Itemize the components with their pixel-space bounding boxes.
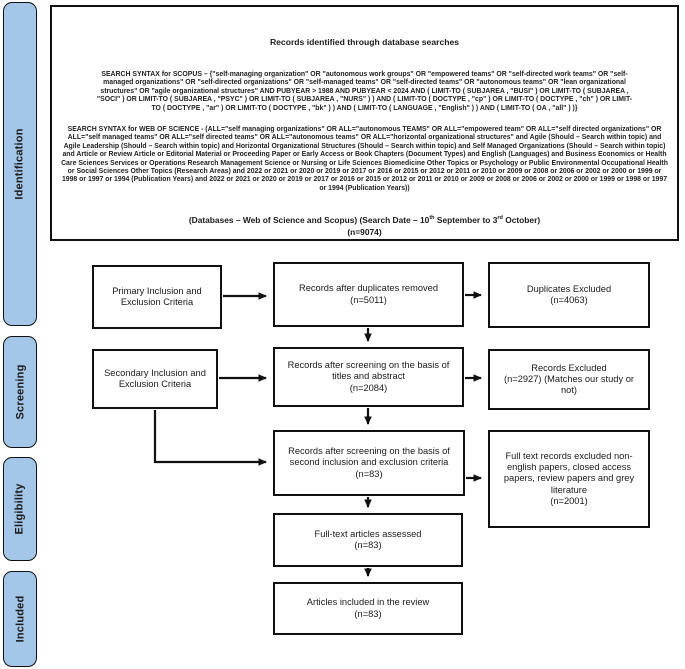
stage-eligibility-label: Eligibility [14, 483, 26, 535]
stage-included-label: Included [14, 595, 27, 643]
database-search-footer: (Databases – Web of Science and Scopus) … [52, 215, 677, 238]
arrow-secondary-elbow-to-second-screening [153, 410, 267, 466]
box-primary-criteria-label: Primary Inclusion and Exclusion Criteria [112, 285, 202, 307]
database-search-box: Records identified through database sear… [50, 5, 679, 241]
stage-screening: Screening [3, 336, 37, 448]
stage-identification-label: Identification [14, 128, 26, 200]
box-duplicates-removed-label: Records after duplicates removed [298, 283, 438, 294]
box-fulltext-excluded-count: (n=2001) [550, 495, 588, 506]
box-titles-abstract-screening: Records after screening on the basis of … [273, 347, 464, 407]
box-fulltext-assessed-label: Full-text articles assessed [314, 528, 422, 539]
box-included-in-review-label: Articles included in the review [306, 597, 430, 608]
box-records-excluded: Records Excluded (n=2927) (Matches our s… [488, 349, 650, 410]
box-records-excluded-label: Records Excluded [531, 362, 607, 373]
box-titles-abstract-screening-count: (n=2084) [349, 382, 388, 393]
box-second-criteria-screening-label: Records after screening on the basis of … [288, 446, 450, 468]
box-duplicates-excluded: Duplicates Excluded (n=4063) [488, 262, 650, 328]
scopus-search-syntax: SEARCH SYNTAX for SCOPUS – {"self-managi… [96, 71, 633, 112]
box-second-criteria-screening-count: (n=83) [355, 468, 383, 479]
box-primary-criteria: Primary Inclusion and Exclusion Criteria [92, 265, 222, 329]
box-duplicates-removed: Records after duplicates removed (n=5011… [273, 262, 464, 327]
search-date-line: (Databases – Web of Science and Scopus) … [188, 215, 541, 226]
box-fulltext-assessed: Full-text articles assessed (n=83) [273, 513, 463, 567]
box-secondary-criteria-label: Secondary Inclusion and Exclusion Criter… [104, 367, 206, 389]
wos-search-syntax: SEARCH SYNTAX for WEB OF SCIENCE - (ALL=… [61, 126, 668, 192]
stage-screening-label: Screening [14, 364, 26, 420]
box-duplicates-removed-count: (n=5011) [350, 294, 387, 305]
box-fulltext-assessed-count: (n=83) [354, 540, 382, 550]
box-second-criteria-screening: Records after screening on the basis of … [273, 430, 465, 496]
box-fulltext-excluded: Full text records excluded non-english p… [488, 430, 650, 528]
stage-identification: Identification [3, 2, 37, 326]
stage-eligibility: Eligibility [3, 457, 37, 561]
stage-included: Included [3, 571, 37, 667]
box-records-excluded-count: (n=2927) (Matches our study or not) [504, 373, 634, 396]
box-titles-abstract-screening-label: Records after screening on the basis of … [287, 360, 450, 382]
box-included-in-review-count: (n=83) [354, 608, 382, 619]
box-included-in-review: Articles included in the review (n=83) [273, 582, 463, 635]
box-duplicates-excluded-label: Duplicates Excluded [526, 283, 612, 294]
box-secondary-criteria: Secondary Inclusion and Exclusion Criter… [92, 349, 218, 409]
search-total-count: (n=9074) [347, 226, 382, 237]
box-fulltext-excluded-label: Full text records excluded non-english p… [503, 450, 635, 495]
database-search-title: Records identified through database sear… [269, 37, 460, 47]
box-duplicates-excluded-count: (n=4063) [550, 295, 588, 305]
